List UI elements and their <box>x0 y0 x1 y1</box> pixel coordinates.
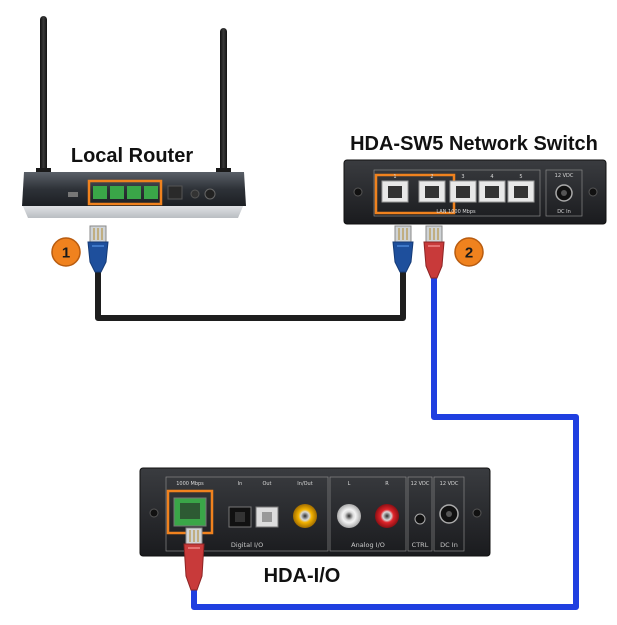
red-plug-hdaio <box>183 527 205 591</box>
router-antenna-right <box>220 28 227 172</box>
hda-sw5-switch: 1 2 3 4 5 LAN 1000 Mbps 12 VDC DC In <box>343 159 607 225</box>
switch-port-number: 5 <box>519 174 522 180</box>
hdaio-dc-label: DC In <box>440 541 458 549</box>
hdaio-inout-label: In/Out <box>297 481 312 487</box>
hdaio-l-label: L <box>348 481 351 487</box>
router-label: Local Router <box>71 145 193 167</box>
hdaio-in-label: In <box>238 481 243 487</box>
switch-ports <box>381 180 535 203</box>
router-wan-port <box>167 185 183 200</box>
hdaio-r-label: R <box>385 481 389 487</box>
hdaio-out-label: Out <box>262 481 271 487</box>
switch-port-number: 1 <box>393 174 396 180</box>
router-antenna-left <box>40 16 47 172</box>
black-ethernet-cable <box>95 270 406 321</box>
blue-ethernet-cable <box>191 278 579 610</box>
hdaio-net-label: 1000 Mbps <box>176 481 204 487</box>
switch-label: HDA-SW5 Network Switch <box>350 133 598 155</box>
hdaio-ctrl-label: CTRL <box>412 541 429 549</box>
router-lan-highlight <box>87 179 163 206</box>
step-badge-1: 1 <box>51 237 81 267</box>
ctrl-jack <box>414 513 426 525</box>
switch-port-number: 3 <box>461 174 464 180</box>
hdaio-ctrl-top-label: 12 VDC <box>411 481 430 487</box>
hdaio-power-label: 12 VDC <box>440 481 459 487</box>
hdaio-digital-label: Digital I/O <box>231 541 263 549</box>
step-badge-number: 2 <box>465 245 473 262</box>
analog-left-rca <box>337 504 361 528</box>
step-badge-2: 2 <box>454 237 484 267</box>
hdaio-analog-label: Analog I/O <box>351 541 385 549</box>
router-base <box>22 204 244 218</box>
switch-power-label: 12 VDC <box>555 173 574 179</box>
blue-plug-switch <box>392 225 414 273</box>
blue-plug-router <box>87 225 109 273</box>
analog-right-rca <box>375 504 399 528</box>
step-badge-number: 1 <box>62 245 70 262</box>
switch-dc-label: DC In <box>557 209 571 215</box>
switch-lan-label: LAN 1000 Mbps <box>436 209 476 215</box>
coax-rca-port <box>293 504 317 528</box>
local-router <box>22 16 246 218</box>
switch-port-number: 4 <box>490 174 493 180</box>
switch-port-number: 2 <box>430 174 433 180</box>
red-plug-switch <box>423 225 445 279</box>
hda-io-device: 1000 Mbps In Out In/Out Digital I/O L R … <box>139 467 491 557</box>
router-lan-ports <box>93 186 158 199</box>
hdaio-label: HDA-I/O <box>264 565 341 587</box>
